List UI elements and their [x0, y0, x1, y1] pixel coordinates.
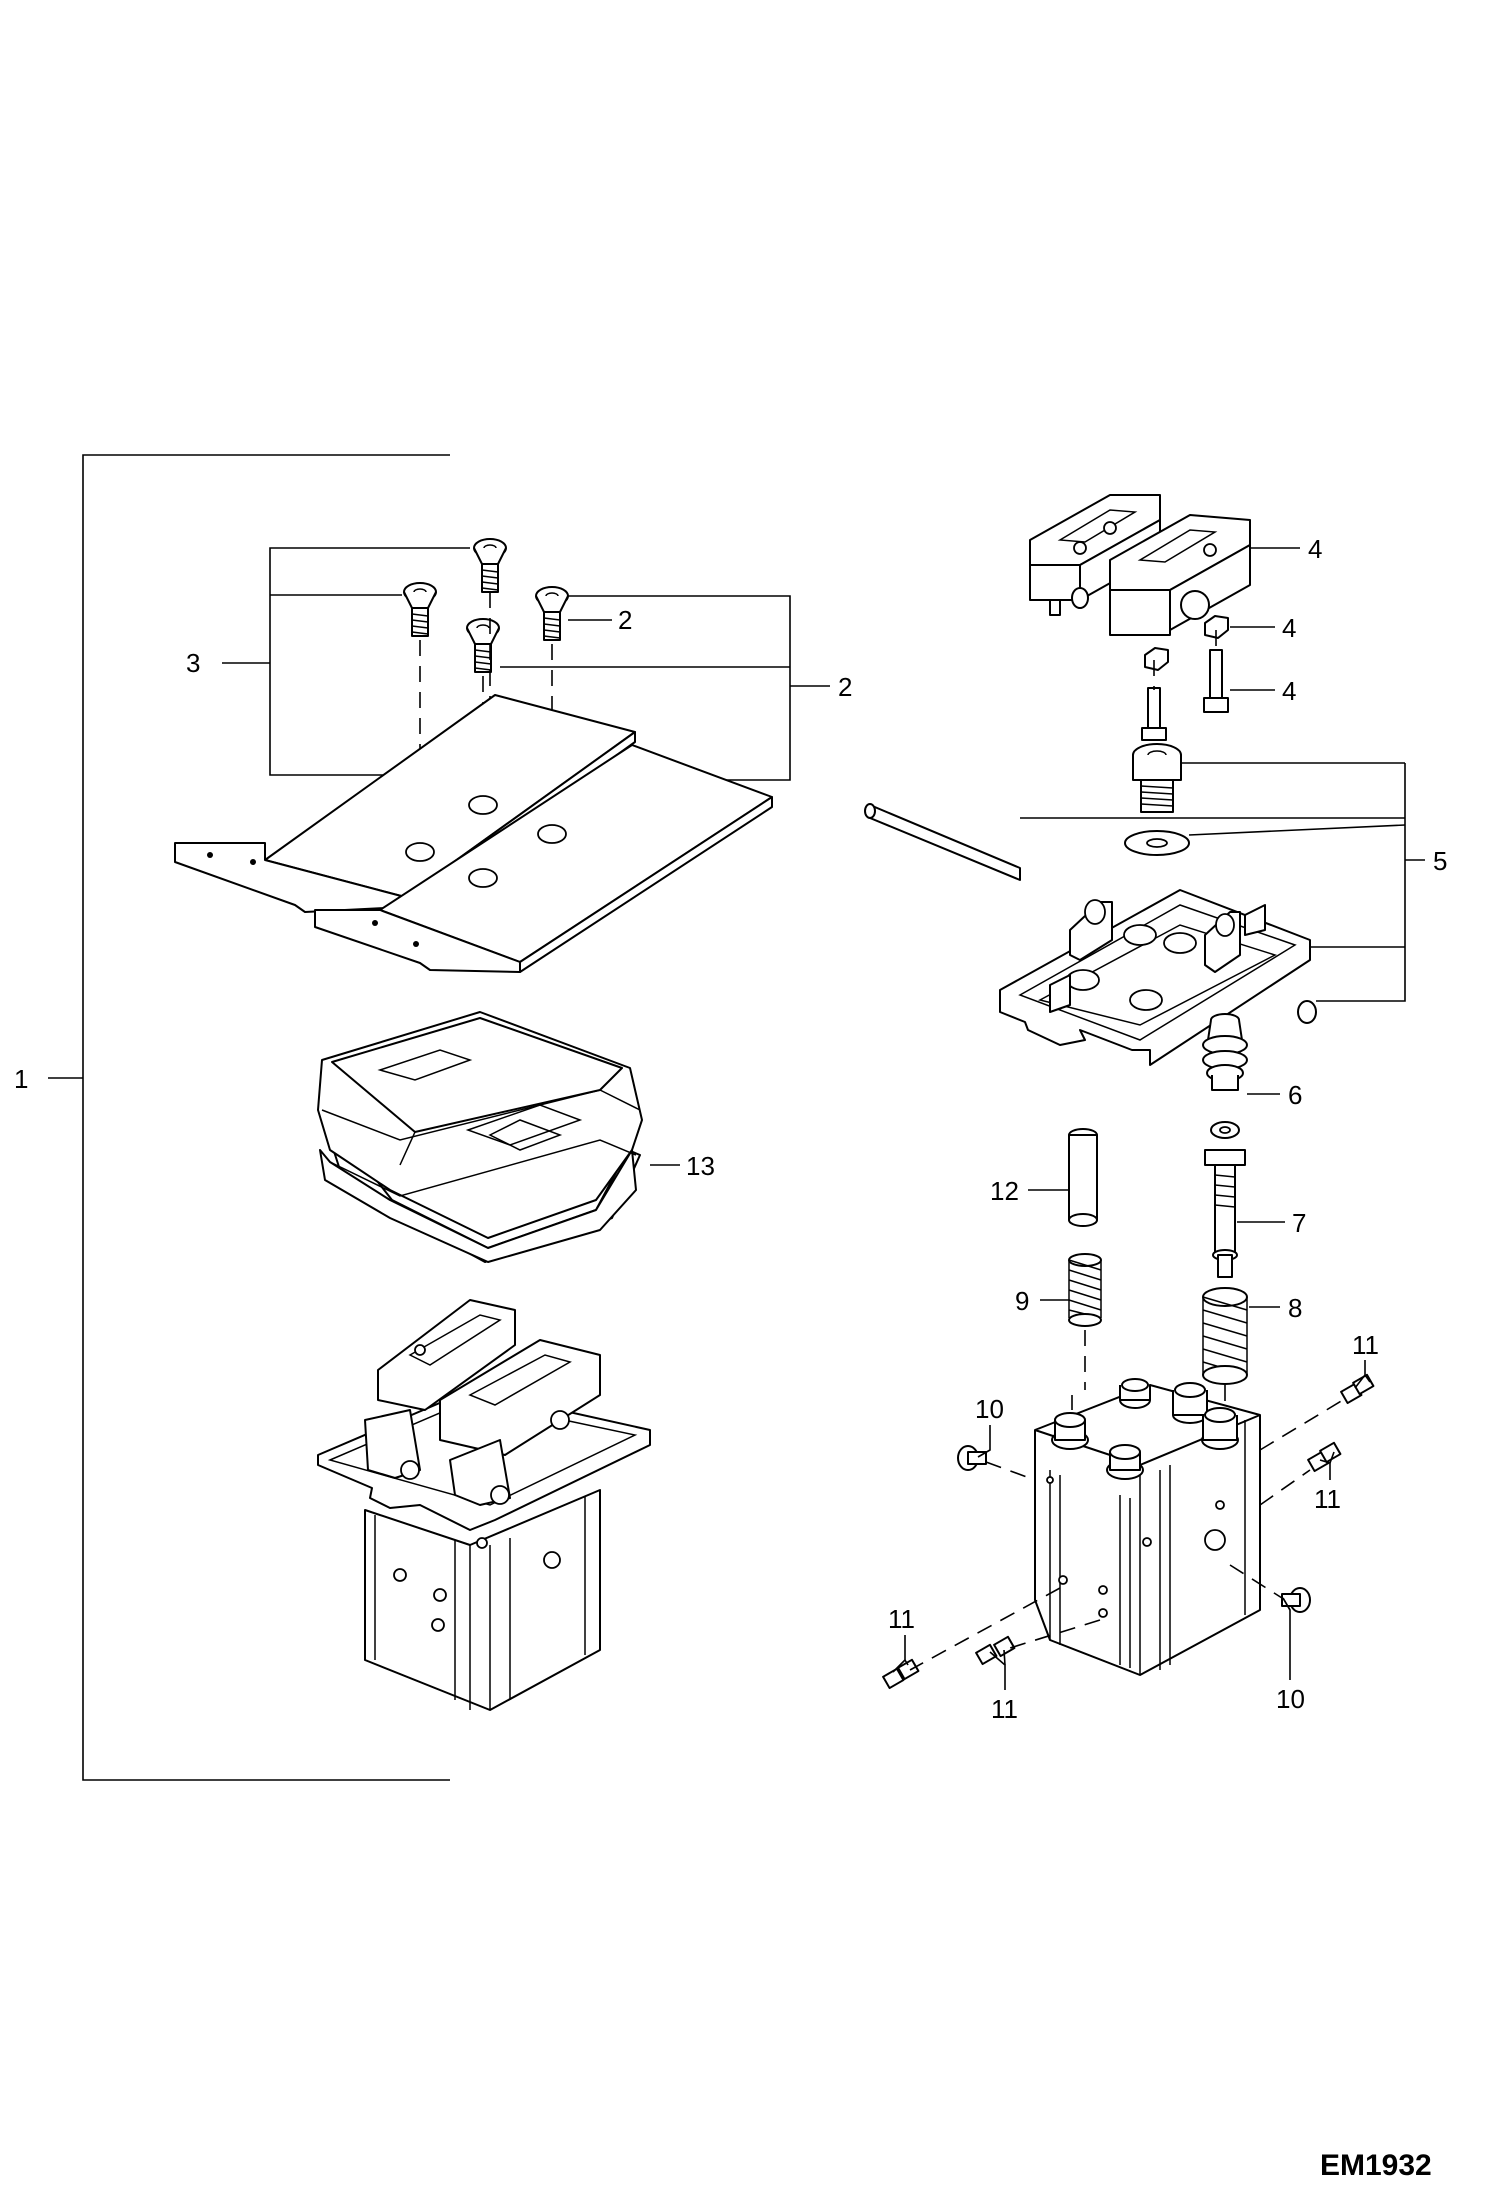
- screw-right: [535, 586, 569, 641]
- return-spring-small: [1068, 1253, 1102, 1327]
- leaders-5: [1020, 762, 1425, 1002]
- callout-9: 9: [1015, 1286, 1029, 1316]
- callout-1: 1: [14, 1064, 28, 1094]
- plugs-11-bottom: [882, 1635, 1016, 1690]
- base-plate: [999, 889, 1311, 1066]
- callout-12: 12: [990, 1176, 1019, 1206]
- o-ring: [1297, 1000, 1317, 1024]
- drawing-code: EM1932: [1320, 2149, 1432, 2182]
- washer: [1124, 830, 1190, 856]
- cap-screw: [1132, 743, 1182, 813]
- callout-5: 5: [1433, 846, 1447, 876]
- callout-10-right: 10: [1276, 1684, 1305, 1714]
- spool-stem: [1204, 1121, 1246, 1278]
- dash-10a: [985, 1461, 1036, 1481]
- callout-11-lower-left: 11: [888, 1604, 915, 1634]
- plunger-pin: [1068, 1128, 1098, 1227]
- callout-11-lower: 11: [991, 1694, 1018, 1724]
- callout-11-top: 11: [1352, 1330, 1379, 1360]
- callout-labels: 1 2 2 3 13 4 4 4 5 6 7 8 12 9 10 10 11 1…: [14, 534, 1447, 1724]
- bolt-left: [1141, 687, 1167, 741]
- callout-2-lower: 2: [838, 672, 852, 702]
- screw-top: [473, 538, 507, 593]
- dash-10b: [1229, 1564, 1283, 1599]
- nut-right: [1204, 615, 1229, 639]
- plugs-11-top: [1307, 1373, 1375, 1473]
- plug-10-left: [957, 1445, 987, 1471]
- assembled-valve: [317, 1299, 651, 1711]
- screw-mid: [466, 618, 500, 673]
- callout-4-top: 4: [1308, 534, 1322, 564]
- screw-left: [403, 582, 437, 637]
- callout-13: 13: [686, 1151, 715, 1181]
- callout-10-left: 10: [975, 1394, 1004, 1424]
- callout-6: 6: [1288, 1080, 1302, 1110]
- callout-4-mid: 4: [1282, 613, 1296, 643]
- nut-left: [1144, 647, 1169, 671]
- bolt-right: [1203, 649, 1229, 713]
- leaders-2-3: [222, 547, 830, 781]
- leaders-10-11: [892, 1360, 1371, 1690]
- dashes-11: [909, 1399, 1344, 1671]
- leaders-4: [1230, 547, 1300, 691]
- assembly-bracket: [48, 454, 450, 1781]
- callout-11-mid: 11: [1314, 1484, 1341, 1514]
- callout-4-bottom: 4: [1282, 676, 1296, 706]
- pivot-pin: [864, 803, 1021, 881]
- left-screws: [403, 538, 569, 852]
- callout-2-upper: 2: [618, 605, 632, 635]
- right-plate: [314, 744, 773, 973]
- plug-10-right: [1281, 1587, 1311, 1613]
- valve-body: [1034, 1378, 1261, 1676]
- rubber-boot: [317, 1011, 643, 1263]
- callout-7: 7: [1292, 1208, 1306, 1238]
- return-spring-large: [1202, 1287, 1248, 1385]
- top-cam-block: [1029, 494, 1251, 636]
- spool-seal: [1202, 1013, 1248, 1091]
- callout-3: 3: [186, 648, 200, 678]
- callout-8: 8: [1288, 1293, 1302, 1323]
